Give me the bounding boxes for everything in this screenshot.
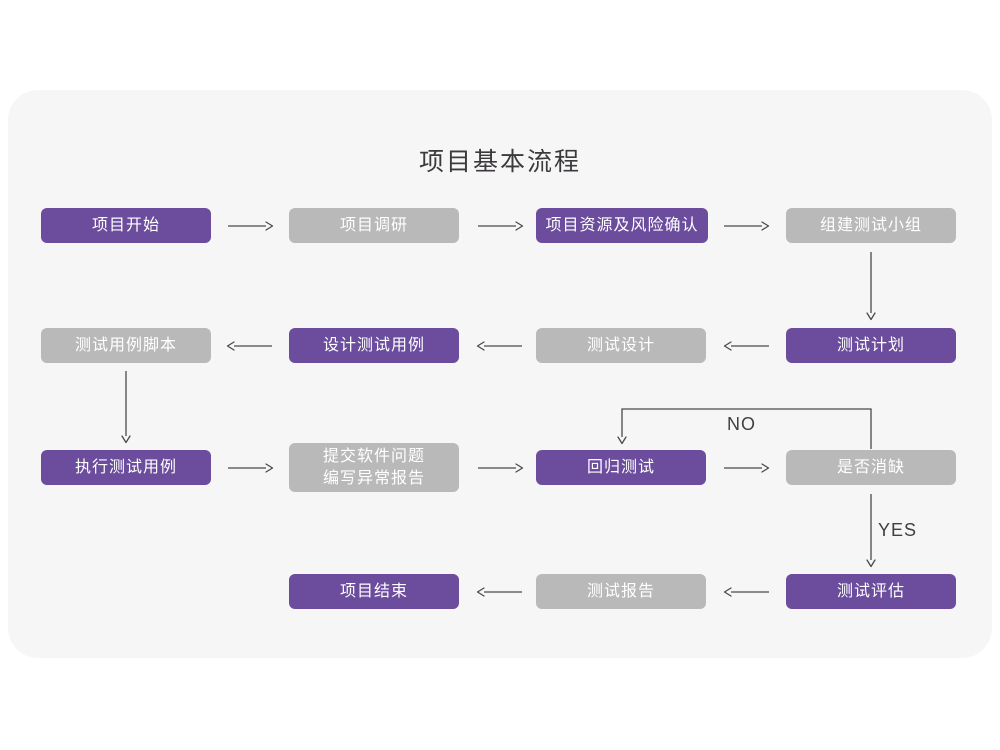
flow-node-design-test-cases: 设计测试用例	[289, 328, 459, 363]
flow-node-build-test-team: 组建测试小组	[786, 208, 956, 243]
page-title: 项目基本流程	[418, 148, 581, 176]
flow-node-resource-risk-confirm: 项目资源及风险确认	[536, 208, 708, 243]
flow-node-project-start: 项目开始	[41, 208, 211, 243]
flow-node-test-design: 测试设计	[536, 328, 706, 363]
flow-node-submit-issues-report: 提交软件问题 编写异常报告	[289, 443, 459, 492]
flow-node-regression-test: 回归测试	[536, 450, 706, 485]
flow-node-defect-resolved: 是否消缺	[786, 450, 956, 485]
branch-label-yes: YES	[878, 520, 918, 540]
flow-node-test-report: 测试报告	[536, 574, 706, 609]
flow-node-project-end: 项目结束	[289, 574, 459, 609]
flow-node-test-plan: 测试计划	[786, 328, 956, 363]
flow-node-execute-test-cases: 执行测试用例	[41, 450, 211, 485]
flow-node-test-case-scripts: 测试用例脚本	[41, 328, 211, 363]
branch-label-no: NO	[727, 414, 756, 434]
flow-node-project-research: 项目调研	[289, 208, 459, 243]
flowchart-card	[8, 90, 992, 658]
flow-node-test-evaluation: 测试评估	[786, 574, 956, 609]
